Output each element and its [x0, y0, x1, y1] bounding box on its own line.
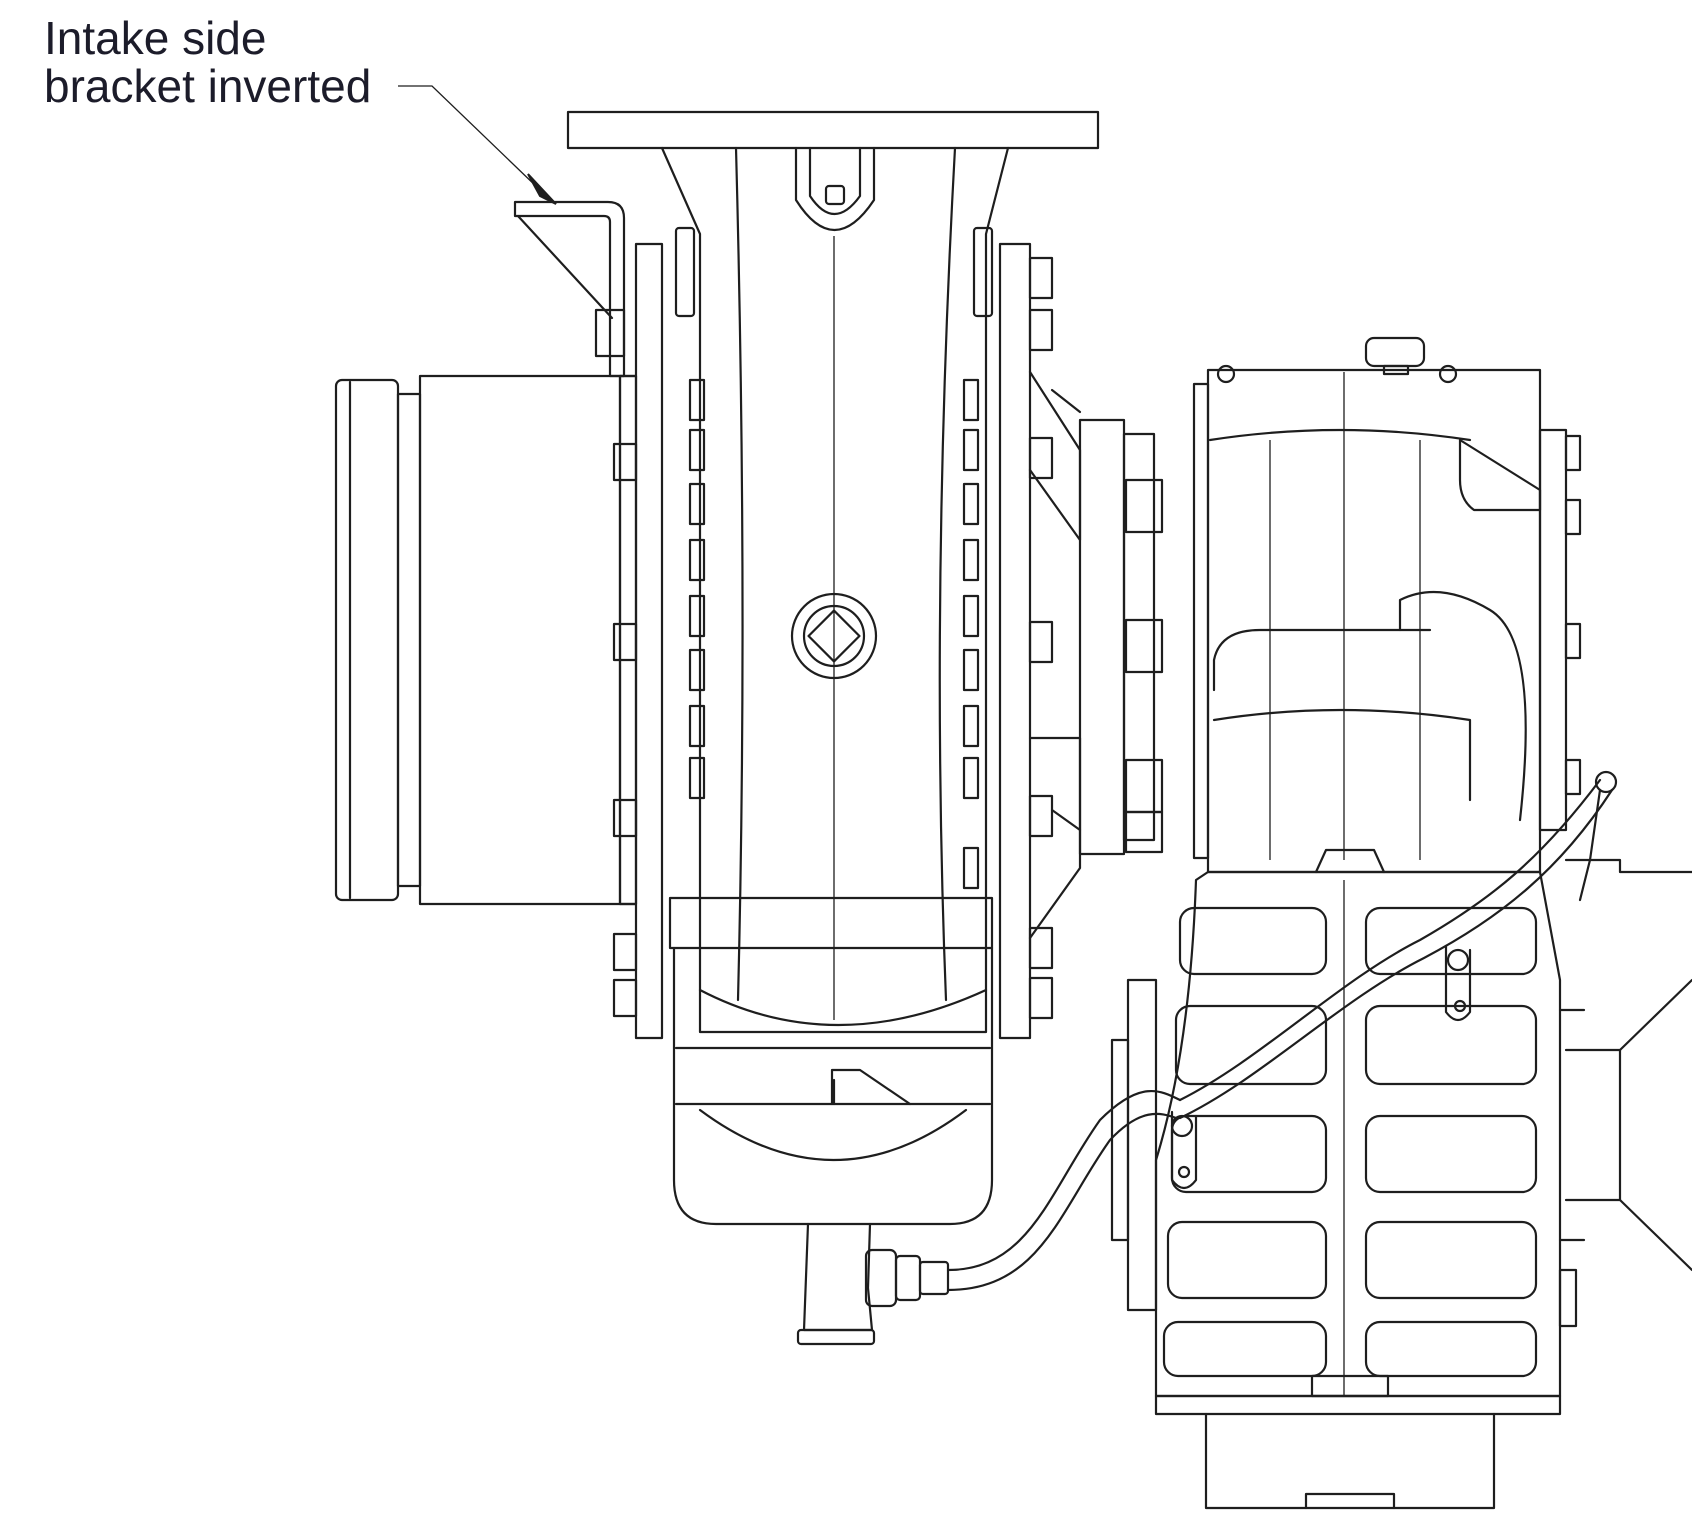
right-clips — [962, 226, 994, 890]
callout-leader — [398, 85, 557, 205]
finned-housing — [1110, 848, 1562, 1510]
left-plate-bolts — [612, 442, 638, 1018]
sensor-hose — [946, 770, 1618, 1292]
left-plate — [612, 242, 664, 1040]
main-housing — [660, 146, 1010, 1034]
gusset-brackets — [1028, 370, 1082, 940]
connecting-flange — [1078, 418, 1164, 856]
left-clips — [674, 226, 706, 800]
right-outlet — [1558, 858, 1692, 1328]
cooling-fins-right — [1364, 906, 1538, 1378]
callout-line-2: bracket inverted — [44, 60, 372, 112]
callout-label: Intake side bracket inverted — [44, 14, 371, 110]
intake-side-bracket — [513, 200, 626, 378]
hose-clamp-lower — [1170, 1110, 1198, 1190]
cooling-fins-left — [1162, 906, 1328, 1378]
drain-fitting — [796, 1222, 950, 1346]
transmission-case — [1192, 336, 1582, 874]
right-plate-bolts — [1028, 256, 1054, 1020]
intake-pipe — [334, 374, 638, 906]
right-plate — [998, 242, 1054, 1040]
hose-clamp-upper — [1444, 944, 1472, 1022]
callout-line-1: Intake side — [44, 12, 267, 64]
housing-base — [668, 896, 994, 1226]
top-flange — [566, 110, 1100, 150]
